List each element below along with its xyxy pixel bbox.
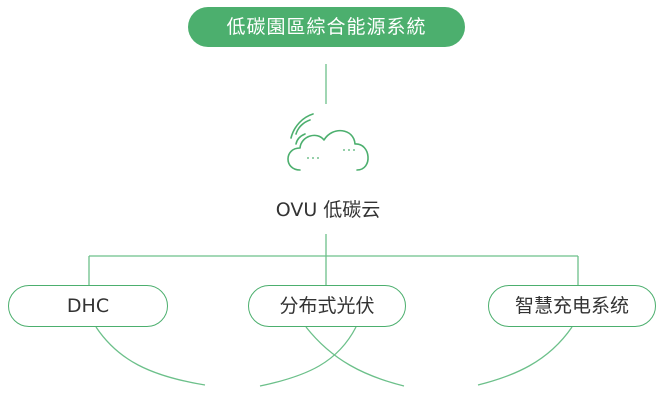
connection-arcs (95, 326, 573, 387)
arc-charging-right (477, 326, 573, 386)
arc-dhc-left (95, 326, 206, 386)
system-title: 低碳園區綜合能源系統 (188, 7, 465, 47)
arc-pv-left (259, 326, 357, 387)
arc-pv-right (305, 326, 405, 387)
cloud-label: OVU 低碳云 (275, 199, 381, 221)
cloud-wifi-icon (287, 113, 369, 171)
node-dhc: DHC (8, 285, 168, 327)
node-distributed-pv: 分布式光伏 (248, 285, 406, 327)
node-smart-charging: 智慧充电系统 (488, 285, 656, 327)
